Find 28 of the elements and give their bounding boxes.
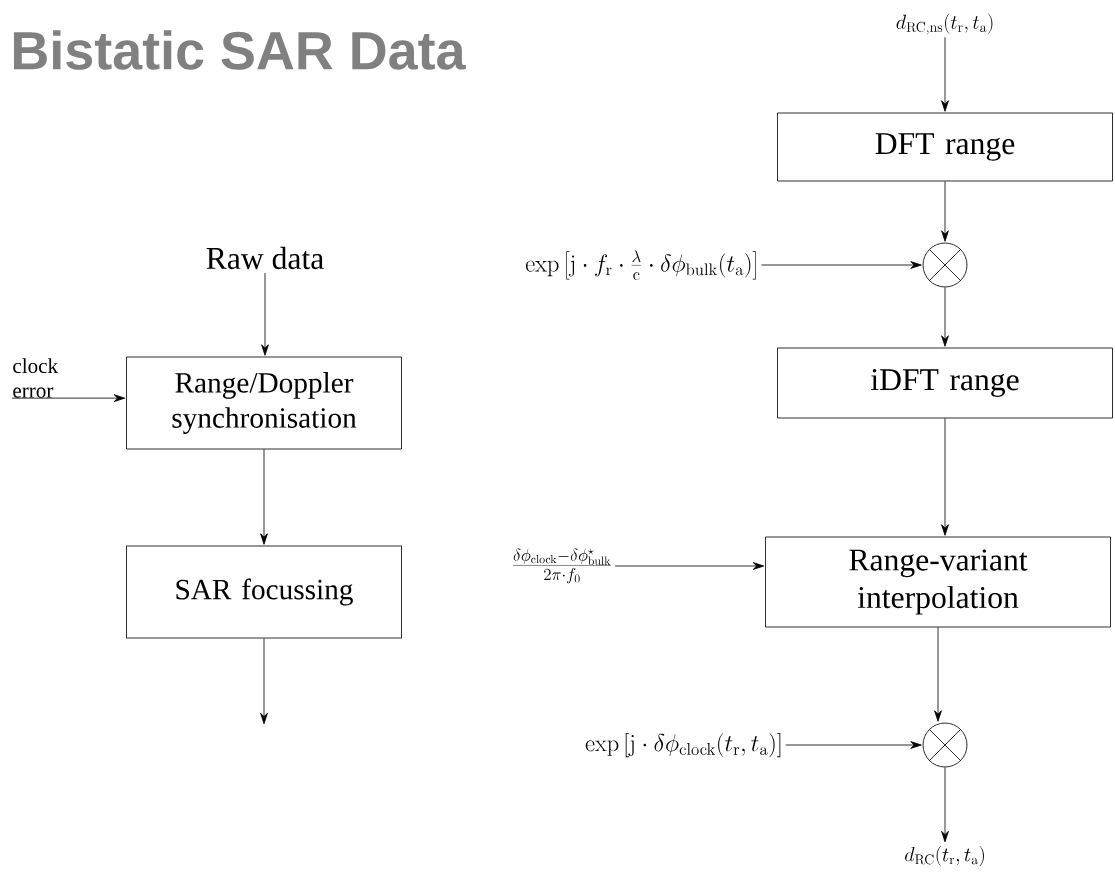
process-box: DFT range (777, 112, 1113, 182)
phase-formula: $\exp\left[\mathrm{j}\cdot \delta\phi_{\mathrm{clock}}(t_{\mathrm{r}}, t_{\mathrm{a}})\right]$ (585, 732, 781, 758)
arrow (260, 638, 268, 725)
arrow (11, 394, 126, 402)
arrow (761, 261, 922, 269)
process-box: SAR focussing (126, 545, 402, 639)
arrow (934, 627, 942, 722)
signal-formula: $d_{\mathrm{RC,ns}}(t_{\mathrm{r}}, t_{\mathrm{a}})$ (896, 13, 993, 35)
phase-formula: $\exp\left[\mathrm{j}\cdot f_{\mathrm{r}}\cdot \frac{\lambda}{\mathrm{c}}\cdot \delta\phi_{\mathrm{bulk}}(t_{\mathrm{a}})\right]$ (525, 250, 756, 280)
arrow (261, 272, 269, 356)
arrow (941, 181, 949, 242)
phase-formula: $\frac{\delta\phi_{\mathrm{clock}} - \delta\phi^{\star}_{\mathrm{bulk}}}{2\pi\cdot f_0}$ (513, 548, 611, 584)
arrow (260, 449, 268, 545)
multiplier-symbol (922, 242, 968, 288)
arrow (614, 562, 765, 570)
signal-formula: $d_{\mathrm{RC}}(t_{\mathrm{r}}, t_{\mathrm{a}})$ (905, 845, 984, 867)
input-label: Raw data (206, 246, 324, 270)
arrow (941, 287, 949, 347)
process-box: iDFT range (777, 347, 1113, 419)
arrow (785, 741, 922, 749)
arrow (941, 418, 949, 536)
process-box: Range/Doppler synchronisation (126, 356, 402, 450)
process-box: Range-variant interpolation (765, 536, 1111, 628)
multiplier-symbol (922, 722, 968, 768)
arrow (941, 36, 949, 112)
arrow (941, 767, 949, 843)
title: Bistatic SAR Data (14, 30, 466, 70)
input-label: clock error (13, 358, 59, 398)
